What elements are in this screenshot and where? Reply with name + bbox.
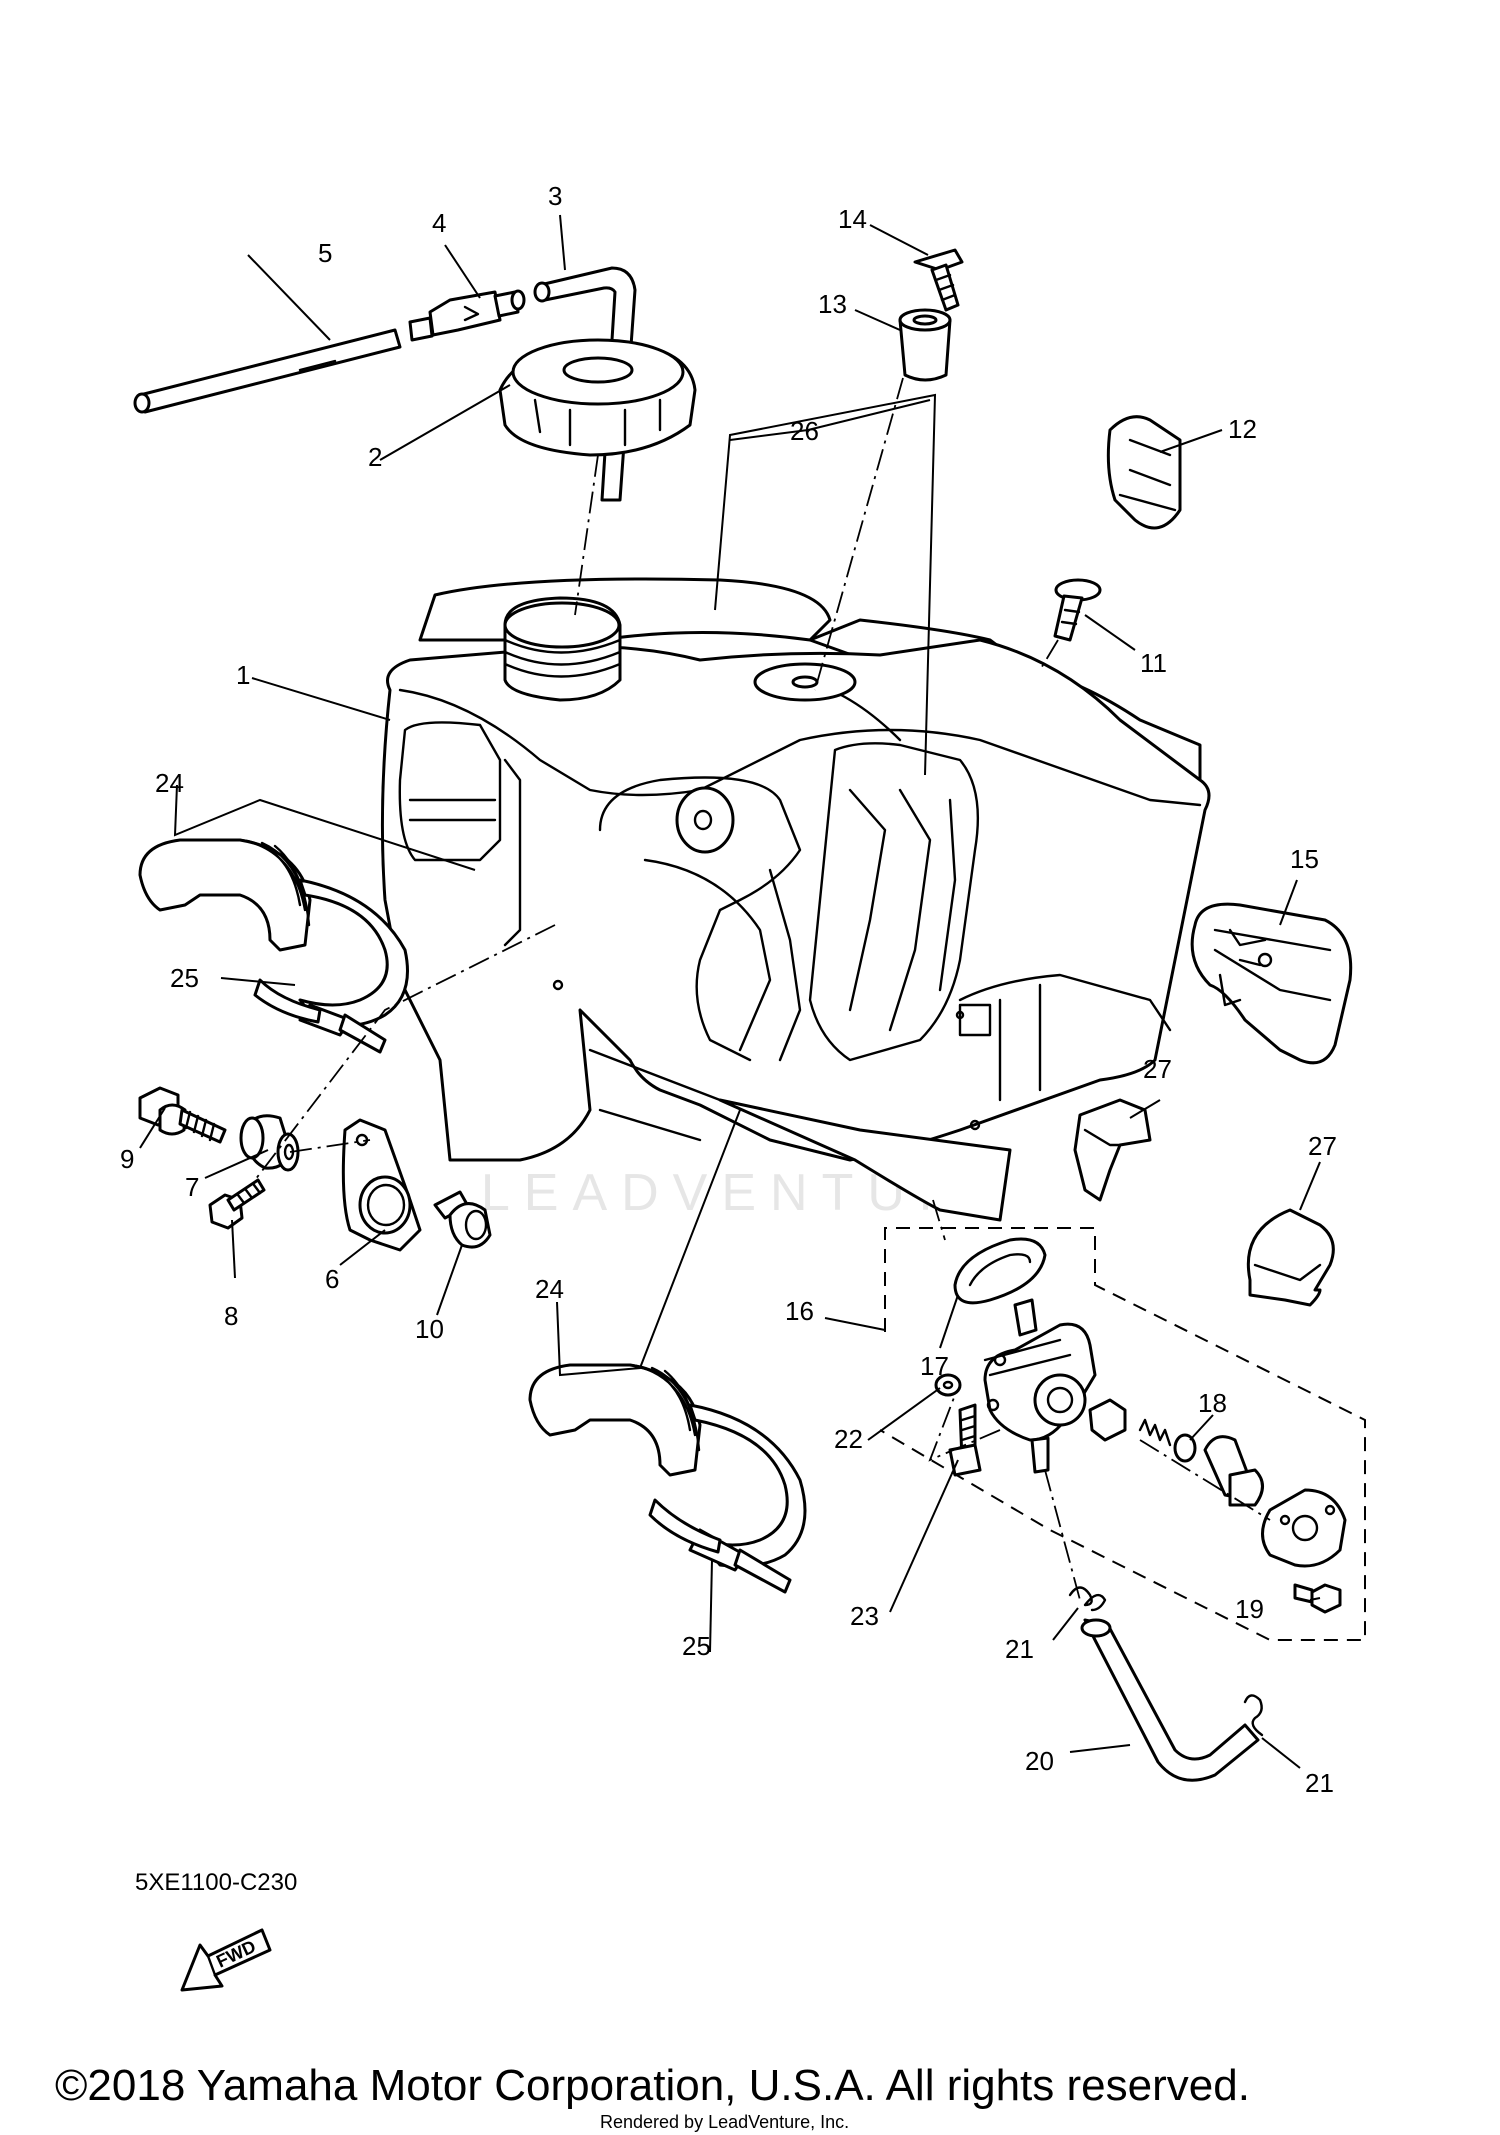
part-6-bracket [341, 1118, 422, 1252]
part-25-band-lower [648, 1403, 807, 1594]
fuel-cock-body [983, 1298, 1097, 1474]
part-8-bolt [208, 1178, 266, 1230]
fuel-cock-internal-parts [1088, 1398, 1347, 1568]
part-1-fuel-tank [380, 577, 1211, 1222]
part-12-clip [1106, 415, 1182, 530]
label-part-24-lower: 24 [535, 1274, 564, 1304]
label-part-20: 20 [1025, 1746, 1054, 1776]
part-16-fuel-cock-box [879, 1227, 1366, 1641]
label-part-27-upper: 27 [1143, 1054, 1172, 1084]
label-part-25-lower: 25 [682, 1631, 711, 1661]
alignment-lines [254, 377, 1271, 1601]
part-22-washer [934, 1373, 962, 1397]
label-part-18: 18 [1198, 1388, 1227, 1418]
part-24-rubber-strap-lower [528, 1363, 702, 1477]
part-18-o-ring [1173, 1433, 1197, 1463]
label-part-16: 16 [785, 1296, 814, 1326]
label-part-10: 10 [415, 1314, 444, 1344]
label-part-21-lower: 21 [1305, 1768, 1334, 1798]
label-part-5: 5 [318, 238, 332, 268]
label-part-21-upper: 21 [1005, 1634, 1034, 1664]
part-27-damper-upper [1073, 1098, 1152, 1202]
copyright-text: ©2018 Yamaha Motor Corporation, U.S.A. A… [55, 2061, 1250, 2110]
part-2-fuel-cap [498, 338, 697, 457]
label-part-27-lower: 27 [1308, 1131, 1337, 1161]
part-14-screw [913, 248, 964, 312]
part-27-damper-lower [1246, 1208, 1335, 1307]
label-part-12: 12 [1228, 414, 1257, 444]
label-part-22: 22 [834, 1424, 863, 1454]
part-26-graphic-bracket [714, 393, 937, 776]
label-part-8: 8 [224, 1301, 238, 1331]
label-part-26: 26 [790, 416, 819, 446]
part-21-clip-lower [1243, 1694, 1264, 1737]
part-number-labels: 5 4 3 14 13 26 12 2 11 1 24 15 25 27 9 2… [120, 181, 1337, 1798]
part-20-fuel-hose [1080, 1618, 1260, 1782]
label-part-4: 4 [432, 208, 446, 238]
label-part-19: 19 [1235, 1594, 1264, 1624]
label-part-23: 23 [850, 1601, 879, 1631]
label-part-14: 14 [838, 204, 867, 234]
part-23-screw [948, 1403, 982, 1477]
part-25-band-upper [253, 878, 409, 1054]
label-part-1: 1 [236, 660, 250, 690]
label-part-7: 7 [185, 1172, 199, 1202]
label-part-6: 6 [325, 1264, 339, 1294]
part-9-bolt [138, 1086, 227, 1144]
part-15-tank-guard [1190, 902, 1353, 1065]
rendered-by-text: Rendered by LeadVenture, Inc. [600, 2112, 849, 2132]
part-24-rubber-strap-upper [138, 838, 312, 952]
label-part-17: 17 [920, 1351, 949, 1381]
part-19-screw [1293, 1583, 1342, 1614]
diagram-code: 5XE1100-C230 [135, 1869, 297, 1896]
part-17-strainer [953, 1237, 1047, 1305]
label-part-25-upper: 25 [170, 963, 199, 993]
part-5-vent-hose [133, 328, 402, 414]
label-part-11: 11 [1140, 648, 1167, 678]
part-10-collar [433, 1190, 492, 1249]
leader-lines [139, 214, 1321, 1769]
part-11-bolt [1053, 578, 1102, 642]
fwd-arrow-icon: FWD [180, 1928, 272, 1992]
label-part-2: 2 [368, 442, 382, 472]
label-part-24-upper: 24 [155, 768, 184, 798]
part-21-clip-upper [1068, 1586, 1107, 1612]
label-part-9: 9 [120, 1144, 134, 1174]
label-part-13: 13 [818, 289, 847, 319]
label-part-15: 15 [1290, 844, 1319, 874]
part-4-check-valve [408, 289, 526, 342]
label-part-3: 3 [548, 181, 562, 211]
part-13-collar [898, 308, 952, 382]
